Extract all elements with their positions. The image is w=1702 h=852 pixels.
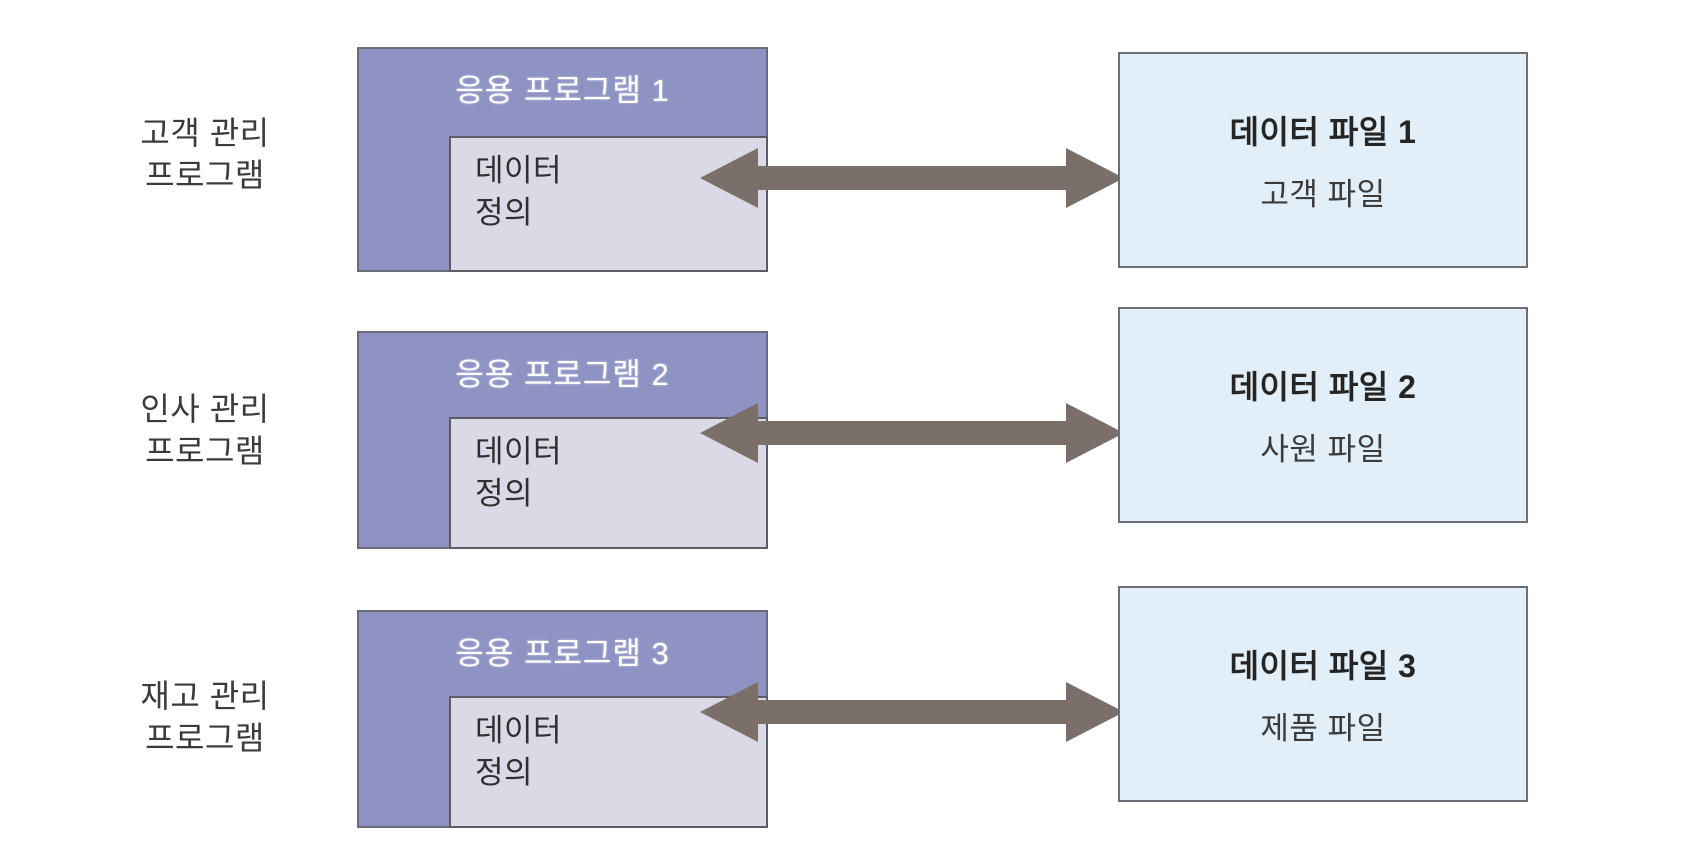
data-definition-line: 데이터 — [475, 153, 563, 188]
data-file-box: 데이터 파일 1 고객 파일 — [1118, 52, 1528, 268]
data-file-title: 데이터 파일 1 — [1229, 113, 1417, 150]
double-headed-arrow-icon — [700, 674, 1124, 750]
data-definition-line: 데이터 — [475, 713, 563, 748]
data-definition-label: 데이터 정의 — [475, 710, 562, 794]
data-file-box: 데이터 파일 2 사원 파일 — [1118, 307, 1528, 523]
data-definition-label: 데이터 정의 — [475, 431, 562, 515]
application-title: 응용 프로그램 2 — [455, 357, 670, 392]
row-label: 인사 관리 프로그램 — [60, 388, 350, 472]
data-file-title: 데이터 파일 2 — [1229, 368, 1417, 405]
data-definition-line: 정의 — [475, 755, 534, 791]
diagram-row: 고객 관리 프로그램 응용 프로그램 1 데이터 정의 데이터 파일 1 고객 … — [0, 0, 1702, 284]
application-title: 응용 프로그램 1 — [455, 73, 670, 108]
row-label-line: 고객 관리 — [140, 115, 270, 151]
data-file-title: 데이터 파일 3 — [1229, 647, 1417, 684]
data-file-subtitle: 고객 파일 — [1260, 176, 1386, 212]
diagram-row: 재고 관리 프로그램 응용 프로그램 3 데이터 정의 데이터 파일 3 제품 … — [0, 564, 1702, 852]
data-file-subtitle: 제품 파일 — [1260, 710, 1386, 746]
data-definition-line: 정의 — [475, 195, 534, 231]
application-box: 응용 프로그램 1 데이터 정의 — [357, 47, 768, 272]
row-label-line: 인사 관리 — [140, 391, 270, 427]
row-label-line: 프로그램 — [145, 720, 265, 757]
data-definition-label: 데이터 정의 — [475, 150, 562, 234]
data-definition-line: 정의 — [475, 476, 534, 512]
diagram-row: 인사 관리 프로그램 응용 프로그램 2 데이터 정의 데이터 파일 2 사원 … — [0, 284, 1702, 564]
row-label-line: 재고 관리 — [140, 678, 270, 714]
data-definition-box: 데이터 정의 — [449, 136, 768, 272]
row-label-line: 프로그램 — [145, 157, 265, 194]
application-title: 응용 프로그램 3 — [455, 636, 670, 671]
application-box: 응용 프로그램 2 데이터 정의 — [357, 331, 768, 549]
data-definition-line: 데이터 — [475, 434, 563, 469]
double-headed-arrow-icon — [700, 140, 1124, 216]
row-label: 고객 관리 프로그램 — [60, 112, 350, 196]
double-headed-arrow-icon — [700, 395, 1124, 471]
data-file-subtitle: 사원 파일 — [1260, 431, 1386, 467]
row-label: 재고 관리 프로그램 — [60, 675, 350, 759]
row-label-line: 프로그램 — [145, 433, 265, 470]
data-file-box: 데이터 파일 3 제품 파일 — [1118, 586, 1528, 802]
